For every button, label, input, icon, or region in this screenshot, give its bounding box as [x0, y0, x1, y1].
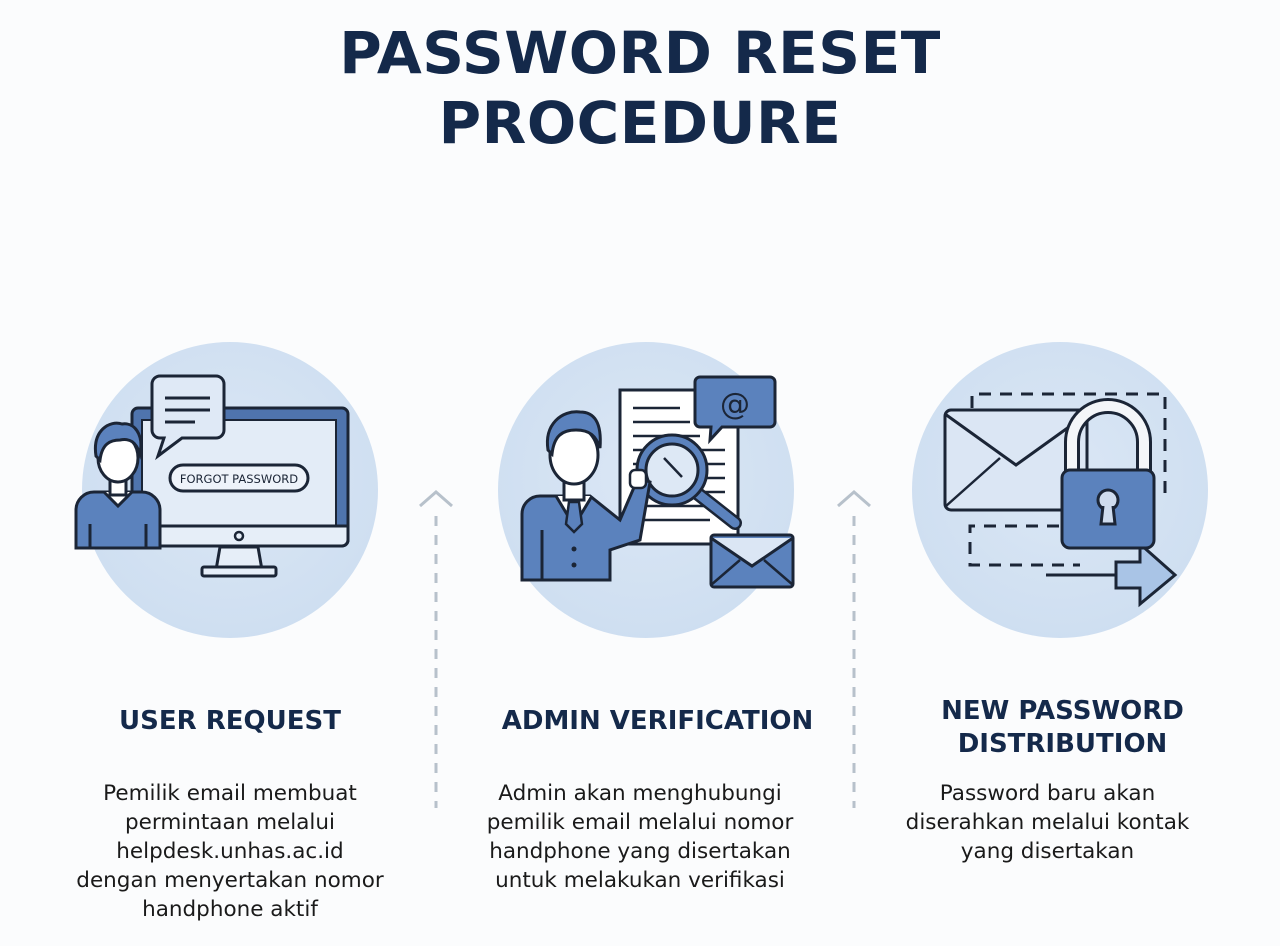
forgot-password-label: FORGOT PASSWORD: [180, 472, 298, 486]
at-symbol: @: [720, 387, 750, 422]
email-lock-icon: [943, 392, 1178, 608]
envelope-icon: [943, 408, 1089, 512]
email-at-bubble-icon: @: [693, 375, 777, 445]
dashed-arrow-up-icon: [419, 490, 453, 808]
step-3-desc-line: yang disertakan: [960, 839, 1135, 864]
step-1-desc-line: dengan menyertakan nomor: [76, 868, 384, 893]
padlock-icon: [1060, 398, 1156, 550]
page-title: PASSWORD RESET PROCEDURE: [0, 18, 1280, 158]
title-line-1: PASSWORD RESET: [339, 19, 941, 87]
step-2-desc-line: untuk melakukan verifikasi: [495, 868, 785, 893]
envelope-icon: [709, 533, 795, 589]
step-2-desc-line: Admin akan menghubungi: [498, 781, 782, 806]
send-arrow-icon: [1046, 540, 1178, 608]
admin-avatar-icon: [520, 410, 652, 582]
forgot-password-button: FORGOT PASSWORD: [168, 463, 310, 493]
step-3-desc-line: diserahkan melalui kontak: [905, 810, 1190, 835]
dashed-arrow-up-icon: [837, 490, 871, 808]
step-3-description: Password baru akan diserahkan melalui ko…: [875, 779, 1220, 866]
magnifying-glass-icon: [635, 433, 742, 530]
step-2-heading-line: ADMIN VERIFICATION: [501, 706, 814, 736]
step-1-desc-line: Pemilik email membuat: [103, 781, 357, 806]
step-1-heading: USER REQUEST: [60, 705, 400, 738]
step-1-desc-line: handphone aktif: [142, 897, 318, 922]
step-3-heading-line-1: NEW PASSWORD: [941, 696, 1184, 726]
speech-bubble-icon: [150, 374, 226, 461]
step-1-desc-line: helpdesk.unhas.ac.id: [116, 839, 344, 864]
step-1-desc-line: permintaan melalui: [124, 810, 335, 835]
title-line-2: PROCEDURE: [438, 89, 842, 157]
step-2-desc-line: handphone yang disertakan: [489, 839, 791, 864]
step-1-heading-line: USER REQUEST: [119, 706, 341, 736]
user-computer-icon: FORGOT PASSWORD: [74, 374, 350, 578]
step-1-description: Pemilik email membuat permintaan melalui…: [40, 779, 420, 924]
step-3-heading: NEW PASSWORD DISTRIBUTION: [910, 695, 1215, 761]
step-3-desc-line: Password baru akan: [939, 781, 1156, 806]
dashed-route-icon: [968, 392, 1167, 567]
user-avatar-icon: [74, 421, 162, 550]
step-2-heading: ADMIN VERIFICATION: [470, 705, 845, 738]
step-2-description: Admin akan menghubungi pemilik email mel…: [450, 779, 830, 895]
admin-verification-icon: @: [520, 375, 795, 589]
step-2-desc-line: pemilik email melalui nomor: [486, 810, 794, 835]
step-3-heading-line-2: DISTRIBUTION: [957, 729, 1168, 759]
